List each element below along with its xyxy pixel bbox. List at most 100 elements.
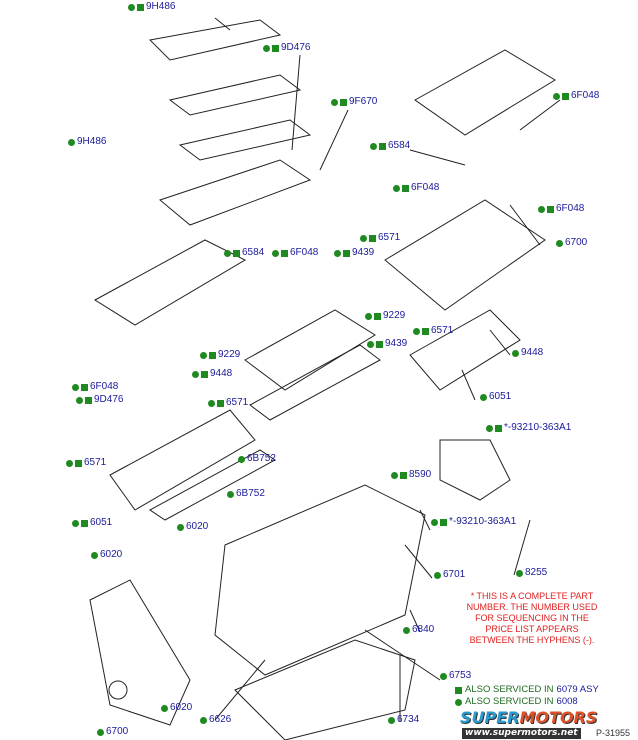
front-cover bbox=[89, 579, 191, 726]
green-square-icon bbox=[281, 249, 288, 257]
part-label: 6753 bbox=[440, 671, 471, 681]
green-dot-icon bbox=[393, 184, 400, 192]
part-label: *-93210-363A1 bbox=[431, 517, 516, 527]
green-square-icon bbox=[137, 3, 144, 11]
oil-pan bbox=[234, 639, 416, 740]
part-number: 9H486 bbox=[77, 136, 107, 147]
part-label: 9439 bbox=[334, 248, 374, 258]
part-label: 6584 bbox=[224, 248, 264, 258]
green-dot-icon bbox=[161, 704, 168, 712]
green-dot-icon bbox=[391, 471, 398, 479]
green-dot-icon bbox=[227, 490, 234, 498]
part-number: 6584 bbox=[388, 140, 411, 151]
part-label: 9448 bbox=[512, 348, 543, 358]
part-number: 6571 bbox=[226, 397, 249, 408]
green-dot-icon bbox=[272, 249, 279, 257]
part-label: 6020 bbox=[161, 703, 192, 713]
green-dot-icon bbox=[403, 626, 410, 634]
green-square-icon bbox=[562, 92, 569, 100]
part-label: 8590 bbox=[391, 470, 431, 480]
green-dot-icon bbox=[128, 3, 135, 11]
part-label: 6571 bbox=[413, 326, 453, 336]
part-number: 9448 bbox=[521, 347, 544, 358]
green-dot-icon bbox=[434, 571, 441, 579]
part-number: 6020 bbox=[170, 702, 193, 713]
part-number: 6571 bbox=[431, 325, 454, 336]
valve-cover-left bbox=[94, 239, 247, 326]
part-label: 6B752 bbox=[227, 489, 265, 499]
green-square-icon bbox=[379, 142, 386, 150]
green-dot-icon bbox=[360, 234, 367, 242]
part-label: 6571 bbox=[208, 398, 248, 408]
green-dot-icon bbox=[263, 44, 270, 52]
green-dot-icon bbox=[66, 459, 73, 467]
green-square-icon bbox=[402, 184, 409, 192]
part-label: 6734 bbox=[388, 715, 419, 725]
green-dot-icon bbox=[431, 518, 438, 526]
part-number: 6B752 bbox=[247, 453, 276, 464]
valve-cover-right bbox=[414, 49, 556, 136]
intake-lower bbox=[244, 309, 381, 421]
green-dot-icon bbox=[208, 399, 215, 407]
green-square-icon bbox=[440, 518, 447, 526]
legend-part: 6079 ASY bbox=[556, 684, 599, 695]
green-square-icon bbox=[376, 340, 383, 348]
green-dot-icon bbox=[413, 327, 420, 335]
green-dot-icon bbox=[91, 551, 98, 559]
part-label: 9H486 bbox=[128, 2, 175, 12]
green-dot-icon bbox=[192, 370, 199, 378]
green-dot-icon bbox=[238, 455, 245, 463]
part-number: 6734 bbox=[397, 714, 420, 725]
green-square-icon bbox=[400, 471, 407, 479]
legend-text: ALSO SERVICED IN bbox=[465, 696, 554, 707]
green-square-icon bbox=[217, 399, 224, 407]
green-square-icon bbox=[343, 249, 350, 257]
part-number: 9229 bbox=[383, 310, 406, 321]
water-pump bbox=[439, 439, 511, 501]
part-label: 6584 bbox=[370, 141, 410, 151]
green-dot-icon bbox=[72, 519, 79, 527]
part-number: 6F048 bbox=[411, 182, 440, 193]
head-gasket-right bbox=[409, 309, 521, 391]
part-label: 9H486 bbox=[68, 137, 106, 147]
part-label: *-93210-363A1 bbox=[486, 423, 571, 433]
part-number: 6F048 bbox=[290, 247, 319, 258]
part-number: 6F048 bbox=[556, 203, 585, 214]
part-label: 6B752 bbox=[238, 454, 276, 464]
part-label: 6051 bbox=[480, 392, 511, 402]
part-number: 8590 bbox=[409, 469, 432, 480]
part-label: 9229 bbox=[200, 350, 240, 360]
green-square-icon bbox=[455, 686, 462, 694]
part-number: 6F048 bbox=[571, 90, 600, 101]
part-label: 9448 bbox=[192, 369, 232, 379]
legend-text: ALSO SERVICED IN bbox=[465, 684, 554, 695]
part-label: 6F048 bbox=[393, 183, 439, 193]
green-dot-icon bbox=[516, 569, 523, 577]
part-number-note: * THIS IS A COMPLETE PART NUMBER. THE NU… bbox=[466, 591, 598, 645]
part-label: 9D476 bbox=[76, 395, 123, 405]
part-number: 6584 bbox=[242, 247, 265, 258]
part-number: 9D476 bbox=[281, 42, 311, 53]
green-dot-icon bbox=[177, 523, 184, 531]
part-label: 6F048 bbox=[538, 204, 584, 214]
part-label: 6020 bbox=[177, 522, 208, 532]
part-label: 6F048 bbox=[72, 382, 118, 392]
green-dot-icon bbox=[556, 239, 563, 247]
watermark-url: www.supermotors.net bbox=[462, 728, 581, 739]
engine-block bbox=[214, 484, 426, 676]
part-number: 6700 bbox=[106, 726, 129, 737]
part-label: 9229 bbox=[365, 311, 405, 321]
part-number: 6051 bbox=[489, 391, 512, 402]
part-label: 8255 bbox=[516, 568, 547, 578]
part-label: 6020 bbox=[91, 550, 122, 560]
part-number: 6020 bbox=[100, 549, 123, 560]
part-label: 9439 bbox=[367, 339, 407, 349]
green-square-icon bbox=[75, 459, 82, 467]
part-number: 6B752 bbox=[236, 488, 265, 499]
green-dot-icon bbox=[331, 98, 338, 106]
part-number: 6571 bbox=[84, 457, 107, 468]
part-number: 9H486 bbox=[146, 1, 176, 12]
